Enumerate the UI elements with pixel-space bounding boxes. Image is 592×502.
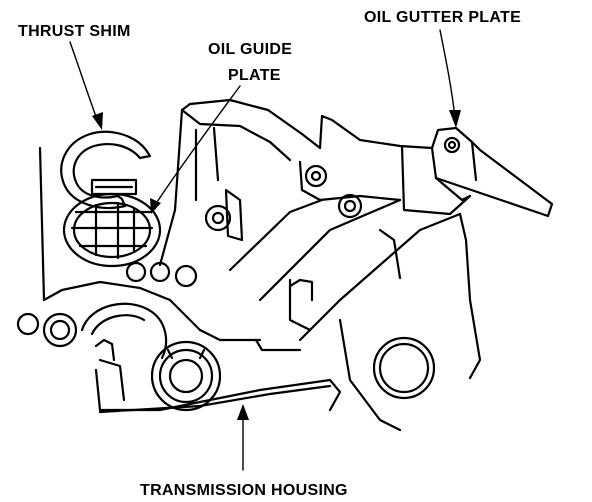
oil-guide-plate-part [62,178,162,268]
leader-oil-gutter-plate [439,29,461,128]
housing-holes [16,164,436,400]
label-oil-guide-line1: OIL GUIDE [208,41,292,58]
housing-bores [80,302,222,412]
label-transmission-housing: TRANSMISSION HOUSING [140,482,348,499]
thrust-shim-part [60,130,152,210]
label-thrust-shim: THRUST SHIM [18,23,131,40]
leader-thrust-shim [69,41,103,130]
label-oil-gutter-plate: OIL GUTTER PLATE [364,9,521,26]
leader-transmission-housing [237,404,249,471]
label-oil-guide-line2: PLATE [228,67,281,84]
housing-body [38,98,554,432]
